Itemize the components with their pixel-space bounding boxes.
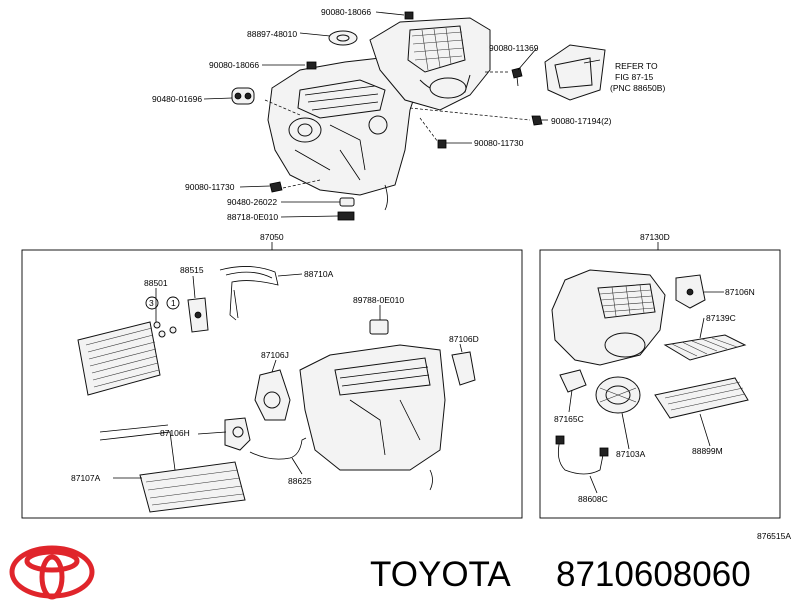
label-90080-11730-left: 90080-11730	[185, 182, 235, 192]
right-box-frame	[539, 249, 781, 519]
label-87107a: 87107A	[71, 473, 101, 483]
label-89788-0e010: 89788-0E010	[353, 295, 404, 305]
left-box-parts-drawing	[77, 266, 476, 513]
circle-mark-3-text: 3	[149, 298, 154, 308]
label-90080-11730-right: 90080-11730	[474, 138, 524, 148]
circle-mark-1	[166, 296, 180, 310]
label-90080-17194: 90080-17194(2)	[551, 116, 612, 126]
label-88899m: 88899M	[692, 446, 723, 456]
label-88897-48010: 88897-48010	[247, 29, 297, 39]
top-leader-lines	[203, 11, 601, 218]
circle-mark-3	[145, 296, 159, 310]
label-88718-0e010: 88718-0E010	[227, 212, 278, 222]
brand-name: TOYOTA	[370, 555, 511, 594]
left-box-leader-lines	[113, 273, 463, 479]
label-88515: 88515	[180, 265, 204, 275]
label-90480-26022: 90480-26022	[227, 197, 277, 207]
label-88625: 88625	[288, 476, 312, 486]
left-box-title: 87050	[260, 232, 284, 242]
label-90480-01696: 90480-01696	[152, 94, 202, 104]
left-box-frame	[21, 249, 523, 519]
label-88608c: 88608C	[578, 494, 608, 504]
label-87165c: 87165C	[554, 414, 584, 424]
label-87106n: 87106N	[725, 287, 755, 297]
figure-code: 876515A	[757, 531, 791, 541]
right-box-parts-drawing	[551, 269, 749, 475]
label-pnc-88650b: (PNC 88650B)	[610, 83, 665, 93]
right-box-leader-lines	[568, 291, 724, 494]
label-90080-18066: 90080-18066	[209, 60, 259, 70]
part-number: 8710608060	[556, 555, 751, 594]
label-87106d: 87106D	[449, 334, 479, 344]
right-box-title: 87130D	[640, 232, 670, 242]
label-fig-87-15: FIG 87-15	[615, 72, 654, 82]
label-87139c: 87139C	[706, 313, 736, 323]
toyota-logo-icon	[9, 545, 95, 600]
circle-mark-1-text: 1	[171, 298, 176, 308]
label-88710a: 88710A	[304, 269, 334, 279]
label-87106j: 87106J	[261, 350, 289, 360]
label-88501: 88501	[144, 278, 168, 288]
label-87106h: 87106H	[160, 428, 190, 438]
top-heater-assembly-drawing	[231, 11, 606, 221]
label-90080-18066-top: 90080-18066	[321, 7, 371, 17]
label-refer-to: REFER TO	[615, 61, 658, 71]
label-87103a: 87103A	[616, 449, 646, 459]
label-90080-11369: 90080-11369	[489, 43, 539, 53]
